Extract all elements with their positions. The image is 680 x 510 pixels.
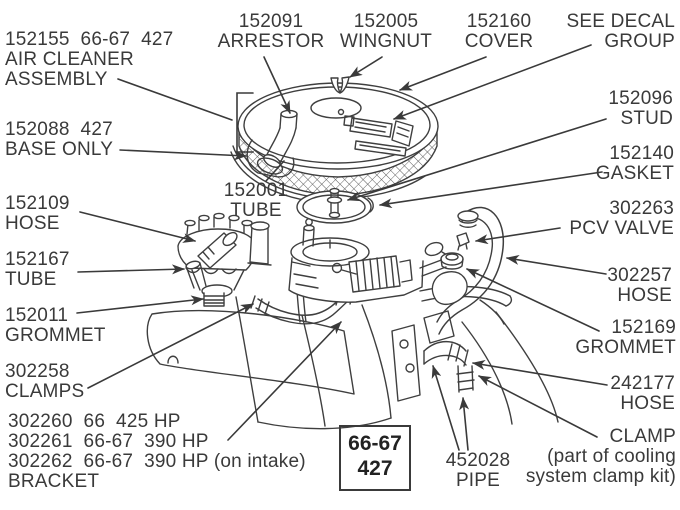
carburetor-art (288, 218, 453, 303)
callout-bracket: 302260 66 425 HP 302261 66-67 390 HP 302… (8, 411, 306, 492)
distributor-art (177, 212, 272, 307)
model-year-engine-box: 66-67 427 (339, 425, 411, 491)
callout-stud: 152096 STUD (608, 88, 673, 129)
callout-cover: 152160 COVER (464, 11, 534, 52)
pcv-hose-art (431, 206, 505, 335)
callout-air-cleaner-assembly: 152155 66-67 427 AIR CLEANER ASSEMBLY (5, 29, 174, 90)
callout-grommet-152011: 152011 GROMMET (5, 305, 106, 346)
callout-hose-242177: 242177 HOSE (610, 373, 675, 414)
callout-grommet-152169: 152169 GROMMET (575, 317, 676, 358)
callout-tube-152167: 152167 TUBE (5, 249, 70, 290)
leader-lines (76, 44, 608, 451)
callout-clamp: CLAMP (part of cooling system clamp kit) (525, 426, 676, 487)
callout-pcv-valve: 302263 PCV VALVE (569, 198, 674, 239)
callout-pipe: 452028 PIPE (445, 450, 511, 491)
callout-wingnut: 152005 WINGNUT (339, 11, 433, 52)
callout-clamps: 302258 CLAMPS (5, 361, 85, 402)
callout-arrestor: 152091 ARRESTOR (217, 11, 325, 52)
callout-base-only: 152088 427 BASE ONLY (5, 119, 114, 160)
callout-hose-152109: 152109 HOSE (5, 193, 70, 234)
callout-see-decal-group: SEE DECAL GROUP (566, 11, 675, 52)
callout-tube-152001: 152001 TUBE (223, 180, 289, 221)
callout-hose-302257: 302257 HOSE (607, 265, 672, 306)
callout-gasket: 152140 GASKET (595, 143, 674, 184)
